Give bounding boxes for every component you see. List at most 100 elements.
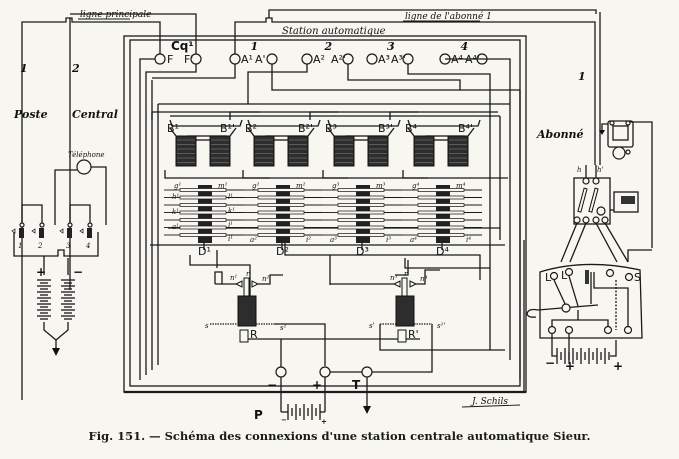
terminal-minus (275, 366, 287, 378)
b-prime-label-1: B¹' (220, 122, 235, 135)
sub-plus-label-1: + (565, 359, 575, 373)
coil-b-prime-3 (367, 135, 389, 167)
contact-spring (337, 218, 385, 222)
h-label: h (577, 166, 582, 174)
relay-r-prime: n³ n⁴ r' s' s¹' R' (330, 260, 505, 373)
contact-left-label: a¹ (172, 223, 179, 231)
a-label-2: A² (313, 53, 325, 66)
group-number-1: 1 (251, 40, 259, 53)
cq-label: Cq¹ (171, 39, 194, 53)
key-label-3: 3 (66, 242, 71, 250)
coil-b-3 (333, 135, 355, 167)
contact-right-label: i¹ (228, 235, 233, 243)
l-prime-label: L' (561, 269, 570, 282)
contact-spring (417, 195, 465, 200)
a-prime-label-2: A²' (331, 53, 346, 66)
coil-b-prime-1 (209, 135, 231, 167)
coil-b-4 (413, 135, 435, 167)
desk-set-base (539, 263, 643, 339)
minus-label: − (267, 378, 277, 392)
d-label-4: D⁴ (436, 245, 449, 258)
wire-1-subscriber-label: 1 (578, 70, 586, 83)
d-label-3: D³ (356, 245, 369, 258)
b-label-3: B³ (325, 122, 337, 135)
s1-prime-label: s¹' (437, 322, 445, 330)
a-prime-label-1: A' (255, 53, 266, 66)
g-label-3: g³ (332, 182, 339, 190)
s-label: s (205, 322, 209, 330)
coil-b-1 (175, 135, 197, 167)
key-label-4: 4 (85, 242, 90, 250)
central-plus-label: + (36, 265, 46, 279)
terminal-a-3 (366, 53, 378, 65)
n2-label: n² (262, 275, 270, 283)
contact-left-label: h¹ (172, 193, 180, 201)
telephone-label: Téléphone (68, 151, 105, 159)
contact-spring (257, 210, 305, 215)
s1-label: s¹ (280, 324, 287, 332)
contact-spring (417, 218, 465, 222)
station-label: Station automatique (282, 26, 386, 37)
b-prime-label-4: B⁴' (458, 122, 473, 135)
key-label-1: 1 (18, 242, 22, 250)
l-label: L (545, 271, 552, 284)
terminal-t (361, 366, 373, 378)
m-label-2: m² (296, 182, 306, 190)
contact-spring (337, 225, 385, 230)
h-prime-label: h' (597, 166, 604, 174)
telephone-icon (76, 159, 92, 175)
key-4 (87, 228, 92, 238)
t-label: T (352, 378, 361, 392)
contact-spring (179, 225, 227, 230)
key-2 (39, 228, 44, 238)
subscriber-station: Abonné h h' L (523, 120, 653, 392)
coil-b-prime-2 (287, 135, 309, 167)
wire-2-label: 2 (71, 62, 80, 75)
contact-spring (179, 195, 227, 200)
contact-spring (179, 210, 227, 215)
contact-spring (337, 210, 385, 215)
contact-right-label: i³ (386, 236, 391, 244)
contact-right-label: l¹ (228, 193, 233, 201)
key-contact-4 (87, 222, 93, 228)
main-line: ligne principale 1 2 (20, 10, 197, 400)
key-contact-2 (39, 222, 45, 228)
r-small-prime-label: r' (404, 270, 409, 278)
f-label: F (167, 53, 173, 66)
m-label-4: m⁴ (456, 182, 466, 190)
signature-text: J. Schils (470, 397, 508, 407)
group-number-2: 2 (324, 40, 333, 53)
g-label-1: g¹ (174, 182, 181, 190)
plus-label: + (312, 378, 322, 392)
central-office-label-2: Central (72, 108, 118, 121)
contact-right-label: i² (306, 236, 311, 244)
m-label-1: m¹ (218, 182, 228, 190)
contact-spring (179, 203, 227, 207)
f-prime-label: F' (184, 53, 193, 66)
contact-spring (337, 203, 385, 207)
key-3 (67, 228, 72, 238)
sub-minus-label: − (545, 356, 555, 370)
group-number-3: 3 (387, 40, 395, 53)
central-office-label-1: Poste (13, 108, 48, 121)
battery-p: P − + (254, 404, 327, 426)
subscriber-label: Abonné (536, 128, 584, 141)
contact-left-label: a² (250, 236, 257, 244)
r-prime-label: R' (408, 328, 419, 341)
terminal-a-1 (229, 53, 241, 65)
contact-left-label: a³ (330, 236, 337, 244)
s-prime-label: s' (369, 322, 375, 330)
g-label-4: g⁴ (412, 182, 419, 190)
terminal-plus (319, 366, 331, 378)
r-small-label: r (246, 270, 250, 278)
battery-p-minus-label: − (281, 415, 287, 424)
coil-b-2 (253, 135, 275, 167)
group-number-4: 4 (461, 40, 469, 53)
internal-wiring (139, 58, 521, 380)
